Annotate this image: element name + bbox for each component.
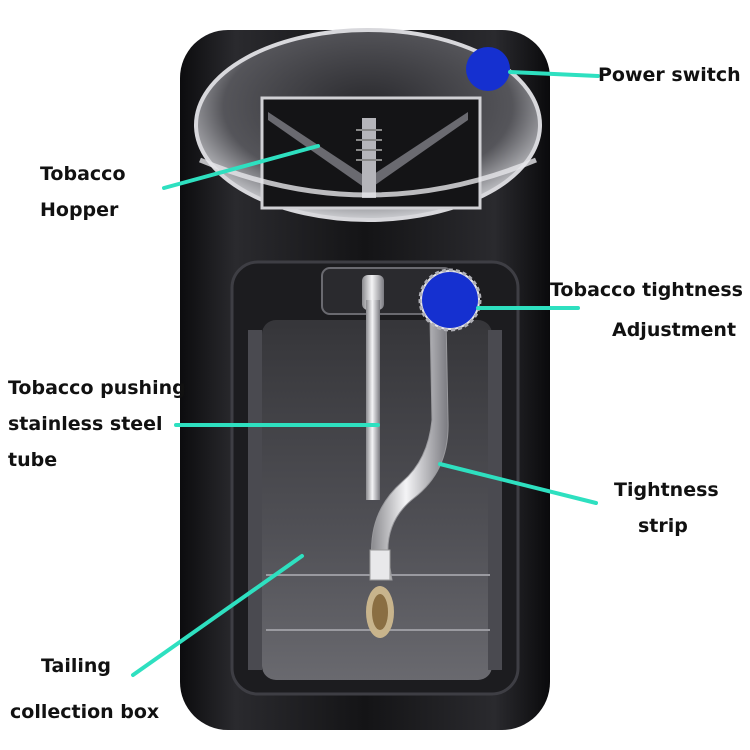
label-power-switch: Power switch [598,57,741,93]
label-line: collection box [10,701,160,723]
leader-line-tailing-box [131,554,304,677]
label-steel-tube: Tobacco pushing stainless steel tube [8,370,186,478]
label-line: Tobacco [40,163,126,185]
label-line: Power switch [598,64,741,86]
leader-line-strip [438,462,598,505]
label-line: Tightness [614,479,719,501]
label-tailing-collection-box: Tailing collection box [10,648,159,730]
label-tobacco-hopper: Tobacco Hopper [40,156,126,228]
label-tightness-adjustment: Tobacco tightness Adjustment [550,272,743,348]
label-line: Adjustment [612,319,737,341]
label-tightness-strip: Tightness strip [614,472,719,544]
tightness-adjust-marker-icon [422,272,478,328]
label-line: Tobacco pushing [8,377,186,399]
power-switch-marker-icon [466,47,510,91]
label-line: Tobacco tightness [550,279,743,301]
leader-line-power [508,70,600,78]
label-line: strip [638,515,688,537]
label-line: Hopper [40,199,119,221]
leader-lines [131,70,600,677]
label-line: tube [8,449,58,471]
label-line: stainless steel [8,413,163,435]
label-line: Tailing [41,655,111,677]
leader-line-hopper [162,144,320,190]
